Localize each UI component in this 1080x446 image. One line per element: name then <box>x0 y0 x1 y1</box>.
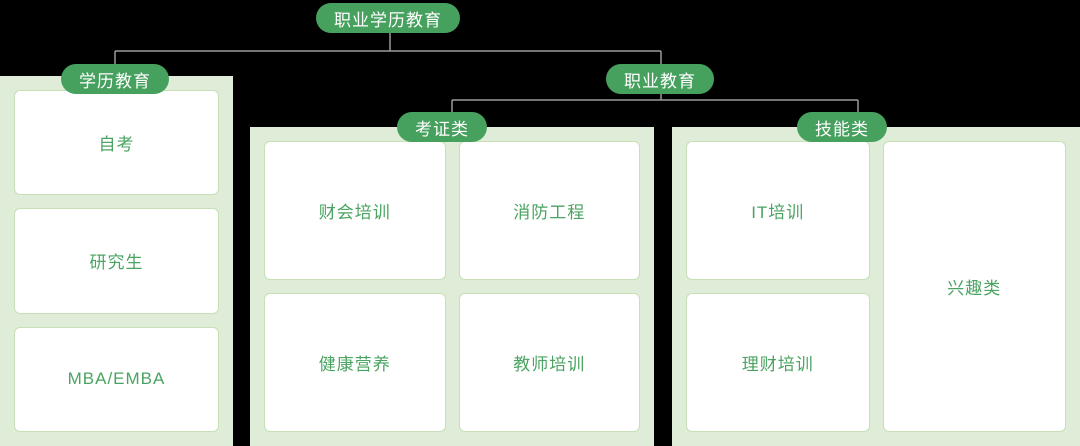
panel-content: IT培训 理财培训 兴趣类 <box>672 127 1080 446</box>
card-it-peixun[interactable]: IT培训 <box>686 141 870 280</box>
card-licai-peixun[interactable]: 理财培训 <box>686 293 870 432</box>
card-zikao[interactable]: 自考 <box>14 90 219 196</box>
card-label: 研究生 <box>89 253 144 273</box>
card-xiaofang-gongcheng[interactable]: 消防工程 <box>458 141 640 280</box>
node-subgroup-skills[interactable]: 技能类 <box>797 112 887 142</box>
panel-certification: 财会培训 消防工程 健康营养 教师培训 <box>250 127 654 446</box>
card-label: IT培训 <box>751 203 805 222</box>
card-label: 兴趣类 <box>947 279 1002 298</box>
node-label: 技能类 <box>815 119 869 139</box>
card-grid: 财会培训 消防工程 健康营养 教师培训 <box>264 141 640 432</box>
card-mba-emba[interactable]: MBA/EMBA <box>14 326 219 432</box>
card-xingqu-lei[interactable]: 兴趣类 <box>882 141 1066 432</box>
node-branch-vocational-education[interactable]: 职业教育 <box>606 64 714 94</box>
card-label: 自考 <box>98 135 135 155</box>
node-label: 学历教育 <box>79 71 151 91</box>
card-label: 财会培训 <box>318 203 391 222</box>
node-label: 职业教育 <box>624 71 696 91</box>
node-label: 考证类 <box>415 119 469 139</box>
node-subgroup-certification[interactable]: 考证类 <box>397 112 487 142</box>
panel-content: 财会培训 消防工程 健康营养 教师培训 <box>250 127 654 446</box>
card-label: 健康营养 <box>318 355 391 374</box>
card-stack-left: IT培训 理财培训 <box>686 141 870 432</box>
card-grid: IT培训 理财培训 兴趣类 <box>686 141 1066 432</box>
card-label: 教师培训 <box>513 355 586 374</box>
panel-content: 自考 研究生 MBA/EMBA <box>0 76 233 446</box>
card-label: 理财培训 <box>741 355 814 374</box>
card-stack: 自考 研究生 MBA/EMBA <box>14 90 219 432</box>
panel-skills: IT培训 理财培训 兴趣类 <box>672 127 1080 446</box>
node-label: 职业学历教育 <box>334 10 442 30</box>
panel-degree-education: 自考 研究生 MBA/EMBA <box>0 76 233 446</box>
node-branch-degree-education[interactable]: 学历教育 <box>61 64 169 94</box>
card-label: 消防工程 <box>513 203 586 222</box>
card-yanjiusheng[interactable]: 研究生 <box>14 208 219 314</box>
node-root-职业学历教育[interactable]: 职业学历教育 <box>316 3 460 33</box>
card-jiankang-yingyang[interactable]: 健康营养 <box>264 293 446 432</box>
card-caikui-peixun[interactable]: 财会培训 <box>264 141 446 280</box>
card-jiaoshi-peixun[interactable]: 教师培训 <box>458 293 640 432</box>
card-label: MBA/EMBA <box>67 369 166 389</box>
card-stack-right: 兴趣类 <box>882 141 1066 432</box>
